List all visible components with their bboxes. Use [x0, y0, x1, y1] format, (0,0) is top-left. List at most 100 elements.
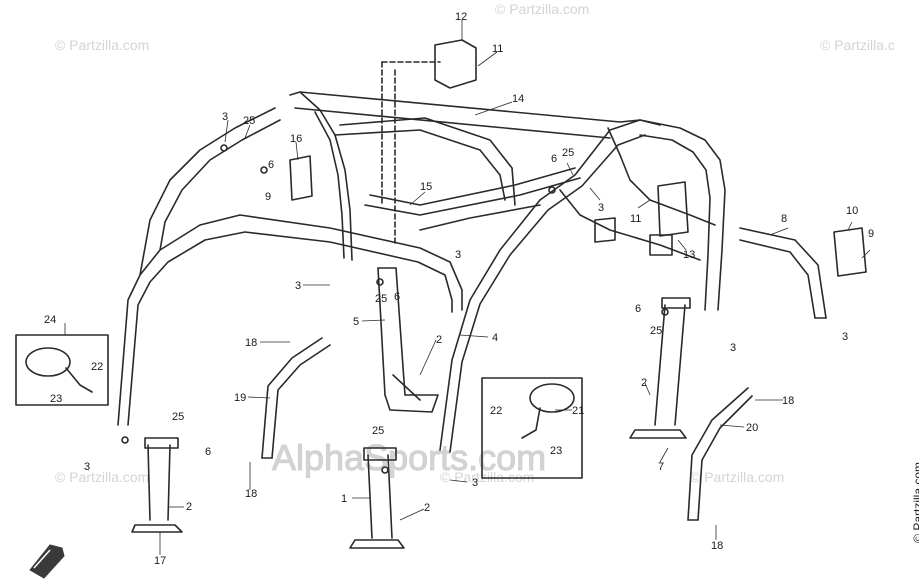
- callout-3-rear-right: 3: [730, 342, 736, 354]
- callout-4: 4: [492, 332, 498, 344]
- callout-14: 14: [512, 93, 524, 105]
- callout-23-right: 23: [550, 445, 562, 457]
- callout-1: 1: [341, 493, 347, 505]
- mirror-21-arm: [521, 407, 541, 439]
- callout-6-front-left: 6: [205, 446, 211, 458]
- leader-3-bottom-center: [449, 479, 468, 483]
- callout-22-right: 22: [490, 405, 502, 417]
- callout-10: 10: [846, 205, 858, 217]
- cage-rear-hoop-left: [299, 91, 353, 261]
- leader-3-upper-right: [589, 187, 601, 201]
- callout-7: 7: [658, 461, 664, 473]
- front-right-pillar-foot: [349, 539, 405, 549]
- center-pillar-right: [395, 267, 406, 396]
- callout-9-left: 9: [265, 191, 271, 203]
- callout-2-center: 2: [436, 334, 442, 346]
- callout-3-center: 3: [455, 249, 461, 261]
- bolt-6-upper-right: [548, 186, 556, 194]
- callout-5: 5: [353, 316, 359, 328]
- callout-18-bottom-left: 18: [245, 488, 257, 500]
- leader-9-right: [861, 249, 871, 259]
- leader-10: [847, 221, 853, 231]
- bracket-rear-mount: [594, 217, 616, 243]
- cage-right-rear-hoop-outer: [639, 119, 726, 311]
- leader-25-top: [244, 124, 251, 139]
- callout-25-upper: 25: [562, 147, 574, 159]
- callout-3-bottom-center: 3: [472, 477, 478, 489]
- center-pillar-foot: [384, 394, 439, 413]
- callout-18-left: 18: [245, 337, 257, 349]
- callout-6-center: 6: [394, 291, 400, 303]
- rear-right-pillar-left: [654, 304, 666, 426]
- callout-3-far-right: 3: [842, 331, 848, 343]
- callout-3-front-left: 3: [84, 461, 90, 473]
- leader-2-right: [644, 382, 651, 396]
- watermark-center-logo: AlphaSports.com: [272, 437, 546, 478]
- watermark-bottom-right: © Partzilla.com: [690, 469, 784, 485]
- bracket-10: [833, 227, 867, 277]
- bracket-16: [289, 155, 313, 201]
- callout-25-rear-right: 25: [650, 325, 662, 337]
- callout-17: 17: [154, 555, 166, 567]
- bolt-3-front-right: [381, 466, 389, 474]
- callout-25-center: 25: [375, 293, 387, 305]
- rear-right-pillar-foot: [629, 429, 687, 439]
- bracket-13-base: [649, 234, 673, 256]
- leader-15: [409, 191, 426, 206]
- watermark-top-right: © Partzilla.c: [820, 37, 895, 53]
- leader-7: [659, 447, 669, 463]
- cage-diagonal-brace-lower: [419, 204, 541, 231]
- side-bar-20-inner: [697, 395, 753, 521]
- callout-6-top-left: 6: [268, 159, 274, 171]
- cage-right-rear-brace: [607, 127, 716, 226]
- cage-right-a-pillar-inner: [449, 134, 646, 453]
- front-left-pillar-foot: [131, 524, 183, 533]
- callout-6-upper: 6: [551, 153, 557, 165]
- side-bar-20-outer: [687, 387, 749, 521]
- cage-rear-cross-outer: [339, 117, 516, 206]
- leader-2-bottom: [399, 508, 425, 521]
- callout-11-right: 11: [630, 213, 641, 225]
- callout-3-left-center: 3: [295, 280, 301, 292]
- callout-19: 19: [234, 392, 246, 404]
- front-direction-arrow-icon: [29, 544, 65, 579]
- leader-16: [295, 141, 299, 161]
- rear-bar-8-inner: [739, 227, 827, 319]
- leader-2-center: [419, 339, 437, 376]
- cage-top-crossbar-lower: [294, 107, 611, 139]
- cage-left-a-pillar: [139, 107, 276, 276]
- leader-3-top: [224, 119, 229, 143]
- cage-diagonal-brace-upper: [369, 167, 576, 206]
- callout-2-right: 2: [641, 377, 647, 389]
- callout-16: 16: [290, 133, 302, 145]
- cage-right-rear-brace-lower: [559, 189, 701, 261]
- cage-rear-cross-upper: [334, 129, 506, 201]
- leader-11-right: [637, 199, 651, 209]
- leader-11-top: [477, 51, 498, 67]
- cage-right-a-pillar-outer: [439, 119, 661, 451]
- bolt-3-top-left: [220, 144, 228, 152]
- mirror-24-arm: [65, 367, 93, 393]
- front-left-pillar-top-plate: [144, 437, 179, 449]
- callout-22-left: 22: [91, 361, 103, 373]
- rear-right-pillar-top-plate: [661, 297, 691, 309]
- callout-11-top: 11: [492, 43, 503, 55]
- leader-25-upper: [566, 162, 574, 176]
- cage-rear-hoop-left-inner: [314, 111, 345, 259]
- callout-6-rear-right: 6: [635, 303, 641, 315]
- watermark-top-center: © Partzilla.com: [495, 1, 589, 17]
- leader-8: [769, 227, 789, 236]
- bolt-3-center: [376, 278, 384, 286]
- callout-18-right: 18: [782, 395, 794, 407]
- callout-18-bottom-right: 18: [711, 540, 723, 552]
- mirror-24-glass: [25, 347, 71, 377]
- callout-25-front-right: 25: [372, 425, 384, 437]
- front-right-pillar-top-plate: [363, 447, 397, 461]
- mirror-24-box: [15, 334, 109, 406]
- watermark-side-vertical: © Partzilla.com: [911, 462, 919, 543]
- watermark-top-left: © Partzilla.com: [55, 37, 149, 53]
- side-bar-19-inner: [261, 337, 323, 459]
- callout-2-left: 2: [186, 501, 192, 513]
- callout-13: 13: [683, 249, 695, 261]
